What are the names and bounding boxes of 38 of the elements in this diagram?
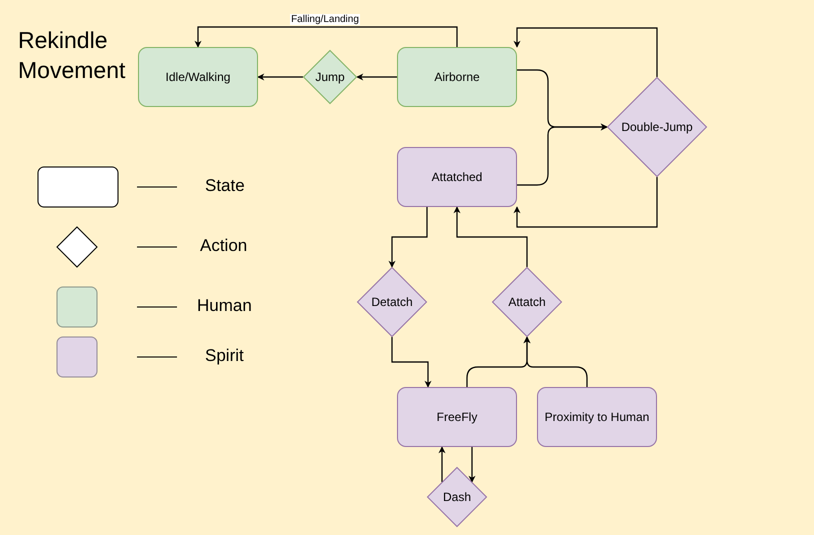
- legend-label: State: [205, 176, 245, 196]
- state-box: [537, 387, 657, 447]
- arrow: [194, 26, 458, 48]
- state-box: [397, 147, 517, 207]
- node-label: Attatched: [432, 170, 482, 184]
- node-label: Proximity to Human: [544, 410, 650, 424]
- arrow: [356, 74, 397, 80]
- arrow: [454, 206, 528, 267]
- legend-label: Spirit: [205, 346, 244, 366]
- arrow: [257, 74, 303, 80]
- action-diamond: [607, 77, 707, 177]
- node-label: Airborne: [434, 70, 480, 84]
- node-label: Idle/Walking: [166, 70, 230, 84]
- diagram-title: Rekindle Movement: [18, 26, 126, 85]
- state-box: [397, 47, 517, 107]
- arrow: [388, 207, 428, 268]
- arrow: [438, 446, 446, 482]
- node-label: FreeFly: [436, 410, 478, 424]
- arrow: [514, 177, 658, 228]
- action-diamond: [427, 467, 487, 527]
- node-label: Detatch: [371, 295, 413, 309]
- action-diamond: [357, 267, 427, 337]
- edge-label: Falling/Landing: [290, 14, 360, 24]
- arrow: [468, 447, 476, 483]
- arrow: [391, 337, 432, 388]
- legend-label: Human: [197, 296, 252, 316]
- action-diamond: [303, 50, 357, 104]
- legend-label: Action: [200, 236, 248, 256]
- action-diamond: [492, 267, 562, 337]
- arrow: [524, 336, 588, 387]
- node-label: Double-Jump: [621, 120, 693, 134]
- node-label: Dash: [442, 490, 471, 504]
- state-box: [138, 47, 258, 107]
- node-label: Attatch: [508, 295, 546, 309]
- node-label: Jump: [315, 70, 345, 84]
- arrow: [517, 124, 608, 186]
- arrow: [514, 27, 658, 77]
- state-box: [397, 387, 517, 447]
